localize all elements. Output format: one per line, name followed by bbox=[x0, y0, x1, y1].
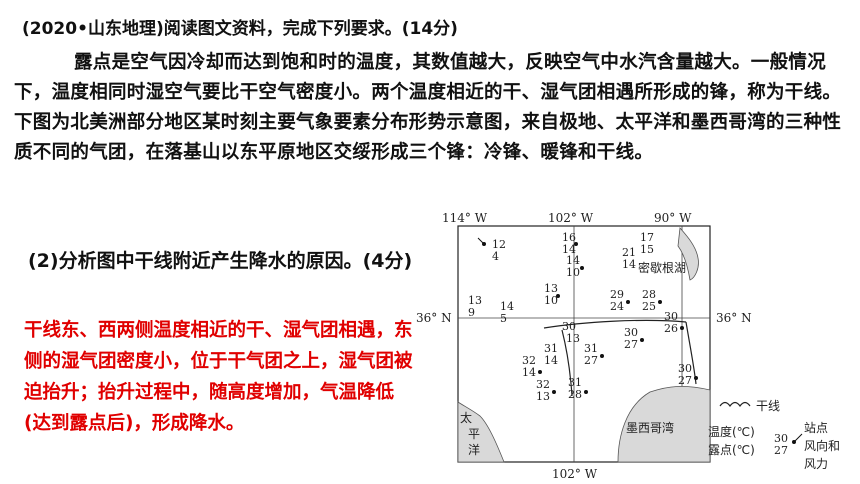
legend: 干线 温度(℃) 露点(℃) 30 27 站点 风向和 风力 bbox=[708, 399, 840, 471]
svg-text:31: 31 bbox=[544, 342, 558, 355]
legend-sample-dew: 27 bbox=[774, 444, 788, 457]
svg-text:25: 25 bbox=[642, 300, 656, 313]
svg-text:14: 14 bbox=[622, 258, 636, 271]
svg-text:13: 13 bbox=[544, 282, 558, 295]
svg-text:28: 28 bbox=[568, 388, 582, 401]
gulf-label: 墨西哥湾 bbox=[626, 420, 674, 435]
svg-text:27: 27 bbox=[584, 354, 598, 367]
warm-front bbox=[543, 319, 687, 329]
svg-text:9: 9 bbox=[468, 306, 475, 319]
lake-michigan bbox=[677, 227, 699, 281]
svg-text:14: 14 bbox=[566, 254, 580, 267]
answer: 干线东、西两侧温度相近的干、湿气团相遇，东侧的湿气团密度小，位于干气团之上，湿气… bbox=[24, 320, 413, 434]
gulf-of-mexico bbox=[617, 386, 711, 463]
question-title: (2020•山东地理)阅读图文资料，完成下列要求。(14分) bbox=[22, 19, 458, 39]
svg-text:12: 12 bbox=[492, 238, 506, 251]
svg-text:28: 28 bbox=[642, 288, 656, 301]
svg-text:10: 10 bbox=[566, 266, 580, 279]
passage-text: 露点是空气因冷却而达到饱和时的温度，其数值越大，反映空气中水汽含量越大。一般情况… bbox=[14, 52, 842, 163]
svg-text:16: 16 bbox=[562, 231, 576, 244]
station-7: 139 bbox=[468, 294, 482, 319]
svg-text:13: 13 bbox=[566, 332, 580, 345]
svg-text:14: 14 bbox=[522, 366, 536, 379]
legend-temp: 温度(℃) bbox=[708, 424, 755, 439]
svg-text:15: 15 bbox=[640, 243, 654, 256]
svg-text:5: 5 bbox=[500, 312, 507, 325]
svg-text:31: 31 bbox=[568, 376, 582, 389]
lat-label-right: 36° N bbox=[716, 311, 752, 325]
svg-text:30: 30 bbox=[678, 362, 692, 375]
lon-label-102: 102° W bbox=[548, 211, 594, 225]
lon-label-bottom: 102° W bbox=[552, 467, 598, 481]
svg-text:32: 32 bbox=[522, 354, 536, 367]
legend-dryline: 干线 bbox=[756, 399, 780, 413]
svg-text:26: 26 bbox=[664, 322, 678, 335]
passage: 露点是空气因冷却而达到饱和时的温度，其数值越大，反映空气中水汽含量越大。一般情况… bbox=[14, 48, 844, 168]
pacific-label-2: 平 bbox=[468, 427, 480, 441]
svg-text:14: 14 bbox=[544, 354, 558, 367]
lat-label-left: 36° N bbox=[416, 311, 452, 325]
pacific-label-1: 太 bbox=[460, 410, 472, 425]
map-svg: 114° W 102° W 90° W 36° N 36° N 102° W 密… bbox=[416, 211, 840, 481]
svg-text:14: 14 bbox=[500, 300, 514, 313]
dryline-legend-symbol bbox=[719, 401, 751, 408]
svg-text:21: 21 bbox=[622, 246, 636, 259]
weather-map: 114° W 102° W 90° W 36° N 36° N 102° W 密… bbox=[412, 206, 860, 484]
svg-text:27: 27 bbox=[624, 338, 638, 351]
legend-sample-temp: 30 bbox=[774, 432, 788, 445]
svg-text:10: 10 bbox=[544, 294, 558, 307]
svg-text:17: 17 bbox=[640, 231, 654, 244]
lon-label-90: 90° W bbox=[654, 211, 692, 225]
svg-text:14: 14 bbox=[562, 243, 576, 256]
svg-text:13: 13 bbox=[468, 294, 482, 307]
svg-text:31: 31 bbox=[584, 342, 598, 355]
lon-label-114: 114° W bbox=[442, 211, 488, 225]
svg-text:27: 27 bbox=[678, 374, 692, 387]
svg-text:4: 4 bbox=[492, 250, 499, 263]
legend-wind-1: 风向和 bbox=[804, 438, 840, 453]
lake-label: 密歇根湖 bbox=[638, 260, 686, 275]
legend-dew: 露点(℃) bbox=[708, 443, 755, 457]
sub-question: (2)分析图中干线附近产生降水的原因。(4分) bbox=[28, 250, 413, 272]
svg-text:32: 32 bbox=[536, 378, 550, 391]
dryline bbox=[561, 329, 573, 397]
svg-text:30: 30 bbox=[664, 310, 678, 323]
legend-station: 站点 bbox=[804, 421, 828, 435]
svg-text:30: 30 bbox=[562, 320, 576, 333]
pacific-ocean bbox=[457, 401, 505, 463]
svg-text:24: 24 bbox=[610, 300, 624, 313]
svg-text:30: 30 bbox=[624, 326, 638, 339]
station-1: 124 bbox=[477, 237, 506, 263]
svg-text:29: 29 bbox=[610, 288, 624, 301]
svg-text:13: 13 bbox=[536, 390, 550, 403]
legend-wind-2: 风力 bbox=[804, 457, 828, 471]
station-8: 145 bbox=[500, 300, 514, 325]
pacific-label-3: 洋 bbox=[468, 442, 480, 457]
